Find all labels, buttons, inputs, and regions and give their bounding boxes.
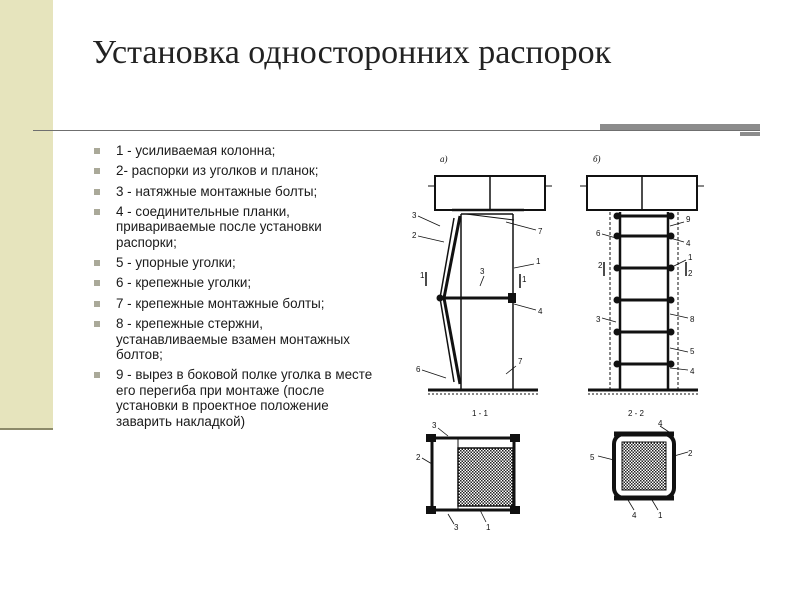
section-label: 1 - 1 [472, 409, 489, 418]
mark-label: 2 [598, 261, 603, 270]
marks-section-1: 3 2 3 1 [416, 421, 491, 532]
view-label-b: б) [593, 154, 601, 164]
divider-accent-block-small [740, 132, 760, 136]
section-2-2: 2 - 2 [597, 409, 689, 511]
list-item: 5 - упорные уголки; [94, 255, 378, 271]
marks-b: 9 4 1 8 5 4 3 6 2 2 [596, 215, 695, 376]
square-bullet-icon [94, 208, 100, 215]
list-item: 7 - крепежные монтажные болты; [94, 296, 378, 312]
mark-label: 1 [688, 253, 693, 262]
list-item-text: 4 - соединительные планки, привариваемые… [116, 203, 322, 250]
section-label: 2 - 2 [628, 409, 645, 418]
legend-list: 1 - усиливаемая колонна; 2- распорки из … [94, 143, 378, 434]
square-bullet-icon [94, 372, 100, 379]
mark-label: 3 [480, 267, 485, 276]
list-item-text: 8 - крепежные стержни, устанавливаемые в… [116, 316, 350, 363]
mark-label: 4 [658, 419, 663, 428]
mark-label: 5 [590, 453, 595, 462]
list-item: 9 - вырез в боковой полке уголка в месте… [94, 367, 378, 429]
divider-accent-block [600, 124, 760, 130]
mark-label: 4 [538, 307, 543, 316]
list-item: 1 - усиливаемая колонна; [94, 143, 378, 159]
section-1-1: 1 - 1 [421, 409, 520, 525]
title-divider [33, 130, 760, 131]
mark-label: 3 [432, 421, 437, 430]
list-item: 8 - крепежные стержни, устанавливаемые в… [94, 316, 378, 363]
square-bullet-icon [94, 260, 100, 267]
marks-a: 3 2 7 1 3 4 6 7 1 1 [412, 211, 543, 374]
mark-label: 1 [486, 523, 491, 532]
square-bullet-icon [94, 300, 100, 307]
mark-label: 1 [536, 257, 541, 266]
elevation-a: а) [417, 154, 552, 395]
list-item: 2- распорки из уголков и планок; [94, 163, 378, 179]
square-bullet-icon [94, 280, 100, 287]
list-item-text: 3 - натяжные монтажные болты; [116, 183, 318, 199]
bolt-heads-b [613, 212, 675, 368]
square-bullet-icon [94, 148, 100, 154]
list-item-text: 5 - упорные уголки; [116, 255, 236, 271]
mark-label: 6 [416, 365, 421, 374]
mark-label: 4 [690, 367, 695, 376]
marks-section-2: 4 5 2 4 1 [590, 419, 693, 520]
mark-label: 9 [686, 215, 691, 224]
mark-label: 8 [690, 315, 695, 324]
decorative-side-band [0, 0, 53, 428]
mark-label: 4 [686, 239, 691, 248]
mark-label: 2 [688, 269, 693, 278]
list-item-text: 2- распорки из уголков и планок; [116, 163, 319, 179]
mark-label: 6 [596, 229, 601, 238]
mark-label: 1 [658, 511, 663, 520]
mark-label: 5 [690, 347, 695, 356]
list-item-text: 7 - крепежные монтажные болты; [116, 295, 325, 311]
list-item-text: 9 - вырез в боковой полке уголка в месте… [116, 367, 373, 429]
mark-label: 3 [412, 211, 417, 220]
mark-label: 4 [632, 511, 637, 520]
mark-label: 7 [518, 357, 523, 366]
square-bullet-icon [94, 168, 100, 175]
square-bullet-icon [94, 321, 100, 328]
list-item-text: 1 - усиливаемая колонна; [116, 143, 276, 158]
list-item: 3 - натяжные монтажные болты; [94, 184, 378, 200]
mark-label: 2 [688, 449, 693, 458]
square-bullet-icon [94, 188, 100, 195]
mark-label: 3 [454, 523, 459, 532]
mark-label: 3 [596, 315, 601, 324]
side-band-divider [0, 428, 53, 430]
mark-label: 1 [420, 271, 425, 280]
elevation-b: б) [580, 154, 704, 395]
mark-label: 1 [522, 275, 527, 284]
mark-label: 2 [416, 453, 421, 462]
mark-label: 7 [538, 227, 543, 236]
view-label-a: а) [440, 154, 448, 164]
slide-title: Установка односторонних распорок [92, 34, 612, 71]
mark-label: 2 [412, 231, 417, 240]
list-item: 4 - соединительные планки, привариваемые… [94, 204, 378, 251]
list-item-text: 6 - крепежные уголки; [116, 275, 252, 291]
strut-installation-drawing: а) 3 2 7 [388, 138, 742, 534]
list-item: 6 - крепежные уголки; [94, 275, 378, 291]
